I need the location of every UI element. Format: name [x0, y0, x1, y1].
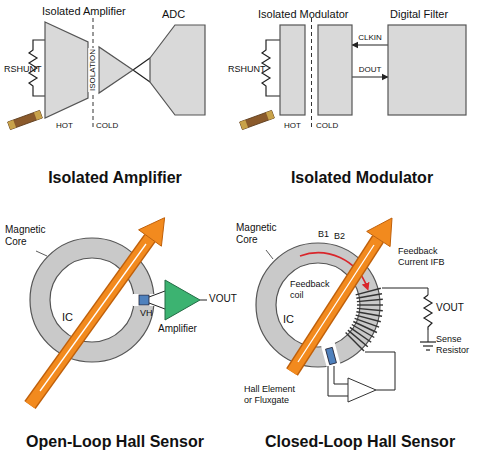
- resistor-symbol: [424, 295, 432, 330]
- shunt-image: [240, 120, 248, 130]
- current-arrow: [298, 245, 374, 362]
- leader-line: [36, 251, 47, 256]
- adc-block-shape: [150, 25, 205, 115]
- current-arrow: [139, 218, 165, 247]
- coil-winding: [356, 294, 382, 299]
- part-label: Feedback coil: [290, 279, 332, 301]
- ground-symbol: [420, 342, 436, 350]
- current-arrow: [367, 218, 392, 247]
- isolated-modulator-shape: [318, 25, 352, 115]
- part-label: Hall Element or Fluxgate: [244, 384, 302, 406]
- part-label: RSHUNT: [4, 64, 42, 75]
- isolated-amplifier-shape: [99, 47, 133, 93]
- coil-winding: [357, 299, 383, 301]
- shunt-image: [240, 110, 275, 129]
- wire: [334, 366, 348, 384]
- feedback-coil: [346, 288, 383, 351]
- isolation-line: [311, 18, 312, 128]
- shunt-image: [266, 110, 274, 120]
- part-label: B2: [334, 231, 345, 242]
- barrier-label: ISOLATION: [88, 48, 98, 92]
- current-arrow: [292, 239, 378, 372]
- figure-caption: Isolated Amplifier: [48, 168, 182, 187]
- digital-filter-shape: [388, 25, 466, 115]
- signal-name: DOUT: [359, 65, 382, 75]
- part-label: VH: [140, 308, 153, 319]
- figure-caption: Open-Loop Hall Sensor: [26, 432, 204, 451]
- coil-winding: [357, 304, 383, 305]
- coil-winding: [346, 333, 364, 351]
- current-arrow: [292, 218, 392, 372]
- part-label: B1: [318, 229, 329, 240]
- ground-symbol: [420, 341, 436, 342]
- ground-symbol: [426, 349, 430, 350]
- wire: [365, 352, 395, 390]
- hall-element: [139, 295, 149, 305]
- current-arrow: [40, 244, 146, 391]
- isolated-modulator-shape: [280, 25, 305, 115]
- shunt-image: [8, 110, 43, 129]
- part-label: IC: [283, 313, 294, 326]
- current-arrow: [292, 239, 378, 372]
- figure-caption: Closed-Loop Hall Sensor: [265, 432, 455, 451]
- signal-lines: [133, 58, 150, 82]
- hall-element: [321, 343, 341, 370]
- ground-symbol: [423, 345, 433, 346]
- part-label: RSHUNT: [228, 64, 266, 75]
- coil-winding: [357, 308, 383, 310]
- adc-block: ADC: [150, 25, 205, 115]
- digital-filter: Digital Filter: [388, 25, 466, 115]
- block-heading: Digital Filter: [390, 8, 448, 21]
- figure-caption: Isolated Modulator: [291, 168, 433, 187]
- coil-winding: [355, 318, 380, 327]
- part-label: COLD: [96, 121, 118, 131]
- wire: [200, 300, 207, 301]
- hall-element: [321, 343, 341, 370]
- shunt-image: [240, 110, 275, 129]
- current-arrow: [30, 218, 165, 405]
- isolated-modulator-shape: [280, 25, 352, 115]
- signal-name: CLKIN: [358, 33, 382, 43]
- signal-arrow: [352, 44, 388, 45]
- leader-line: [266, 250, 273, 259]
- wire: [382, 288, 428, 295]
- part-label: VOUT: [436, 302, 464, 314]
- wire: [328, 366, 348, 396]
- adc-block-shape: [150, 25, 205, 115]
- wire: [149, 291, 165, 297]
- part-label: VOUT: [209, 293, 237, 305]
- part-label: HOT: [56, 121, 73, 131]
- part-label: Magnetic Core: [5, 224, 55, 248]
- shunt-image: [8, 110, 43, 129]
- isolated-modulator: Isolated Modulator: [280, 25, 352, 115]
- hall-element: [326, 347, 337, 364]
- signal-arrow: [352, 76, 388, 77]
- block-heading: ADC: [162, 8, 185, 21]
- part-label: Amplifier: [158, 323, 197, 335]
- opamp-symbol: [348, 378, 376, 402]
- part-label: Magnetic Core: [236, 222, 286, 246]
- shunt-image: [34, 110, 42, 120]
- amplifier-symbol: [165, 280, 200, 320]
- block-heading: Isolated Amplifier: [42, 5, 126, 18]
- isolated-amplifier-shape: [45, 22, 88, 118]
- part-label: Sense Resistor: [436, 334, 476, 356]
- part-label: HOT: [284, 121, 301, 131]
- shunt-image: [8, 120, 16, 130]
- part-label: COLD: [316, 121, 338, 131]
- part-label: IC: [62, 311, 73, 324]
- part-label: Feedback Current IFB: [398, 246, 460, 268]
- block-heading: Isolated Modulator: [258, 8, 349, 21]
- digital-filter-shape: [388, 25, 466, 115]
- wire: [428, 330, 429, 342]
- current-arrow: [30, 238, 150, 405]
- current-arrow: [30, 238, 150, 405]
